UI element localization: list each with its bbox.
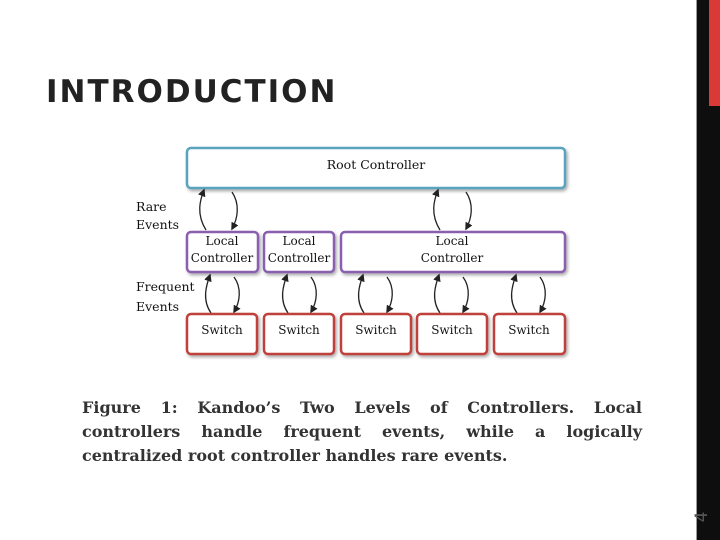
switch-4-label: Switch bbox=[431, 323, 473, 337]
figure-caption: Figure 1: Kandoo’s Two Levels of Control… bbox=[82, 398, 642, 465]
root-controller-label: Root Controller bbox=[327, 157, 426, 172]
switch-5: Switch bbox=[492, 312, 567, 356]
freq-arrow-up-4 bbox=[433, 273, 441, 314]
side-divider-line bbox=[696, 0, 697, 540]
rare-arrow-up-left bbox=[198, 188, 207, 231]
switch-3: Switch bbox=[339, 312, 413, 356]
local-controller-2-line2: Controller bbox=[268, 251, 331, 265]
switch-5-label: Switch bbox=[508, 323, 550, 337]
local-controller-3-line2: Controller bbox=[421, 251, 484, 265]
side-bar bbox=[697, 0, 720, 540]
switch-4: Switch bbox=[415, 312, 489, 356]
local-controller-1-line1: Local bbox=[206, 234, 239, 248]
freq-arrow-down-3 bbox=[386, 276, 394, 314]
freq-arrow-down-2 bbox=[310, 276, 318, 314]
root-controller-box: Root Controller bbox=[185, 146, 567, 190]
rare-event-arrows bbox=[198, 188, 473, 231]
local-controller-1: Local Controller bbox=[185, 230, 260, 274]
side-bar-accent bbox=[709, 0, 720, 106]
local-controller-3: Local Controller bbox=[339, 230, 567, 274]
switch-2-label: Switch bbox=[278, 323, 320, 337]
freq-arrow-up-2 bbox=[281, 273, 289, 314]
local-controller-2-line1: Local bbox=[283, 234, 316, 248]
switch-1-label: Switch bbox=[201, 323, 243, 337]
freq-arrow-up-1 bbox=[204, 273, 212, 314]
switch-1: Switch bbox=[185, 312, 259, 356]
frequent-events-label-line2: Events bbox=[136, 299, 179, 314]
slide-title: INTRODUCTION bbox=[46, 74, 338, 110]
local-controller-3-line1: Local bbox=[436, 234, 469, 248]
freq-arrow-down-1 bbox=[233, 276, 241, 314]
freq-arrow-down-4 bbox=[462, 276, 470, 314]
freq-arrow-down-5 bbox=[539, 276, 547, 314]
switch-2: Switch bbox=[262, 312, 336, 356]
rare-events-label-line1: Rare bbox=[136, 199, 167, 214]
rare-events-label-line2: Events bbox=[136, 217, 179, 232]
rare-arrow-down-right bbox=[465, 191, 473, 231]
rare-arrow-up-right bbox=[432, 188, 441, 231]
frequent-events-label-line1: Frequent bbox=[136, 279, 195, 294]
rare-arrow-down-left bbox=[231, 191, 239, 231]
local-controller-1-line2: Controller bbox=[191, 251, 254, 265]
switch-3-label: Switch bbox=[355, 323, 397, 337]
freq-arrow-up-3 bbox=[357, 273, 365, 314]
frequent-event-arrows bbox=[204, 273, 547, 314]
local-controller-2: Local Controller bbox=[262, 230, 336, 274]
freq-arrow-up-5 bbox=[510, 273, 518, 314]
